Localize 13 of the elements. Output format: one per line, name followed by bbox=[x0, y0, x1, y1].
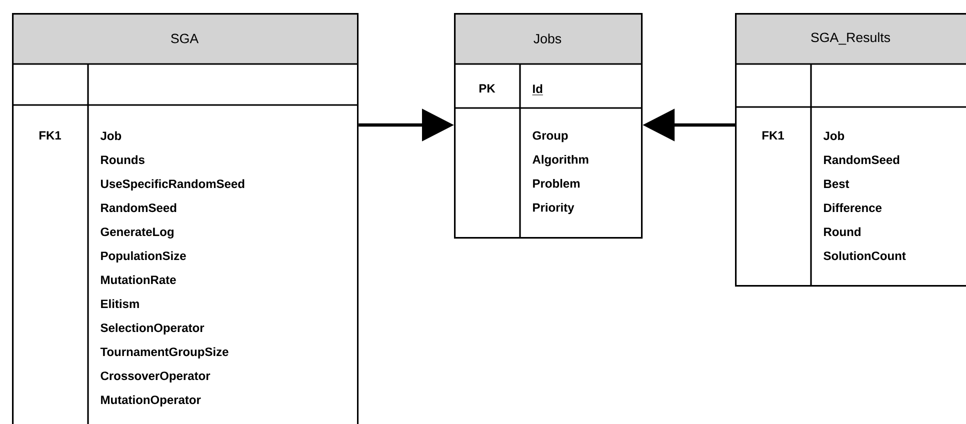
table-title: SGA_Results bbox=[811, 32, 890, 45]
table bbox=[735, 13, 966, 287]
key-label: FK1 bbox=[762, 131, 784, 140]
field-list: Job Rounds UseSpecificRandomSeed RandomSeed GenerateLog PopulationSize MutationRate Elitism SelectionOperator TournamentGroupSize CrossoverOperator MutationOperator bbox=[100, 131, 244, 406]
table-title: SGA bbox=[171, 34, 199, 44]
key-label: FK1 bbox=[39, 131, 62, 140]
table bbox=[12, 13, 359, 424]
field-list: Group Algorithm Problem Priority bbox=[532, 131, 588, 214]
key-label: PK bbox=[479, 84, 496, 93]
field-list: Id bbox=[532, 84, 544, 96]
table-title: Jobs bbox=[534, 34, 562, 44]
field-list: Job RandomSeed Best Difference Round SolutionCount bbox=[823, 131, 906, 260]
table bbox=[454, 13, 643, 239]
